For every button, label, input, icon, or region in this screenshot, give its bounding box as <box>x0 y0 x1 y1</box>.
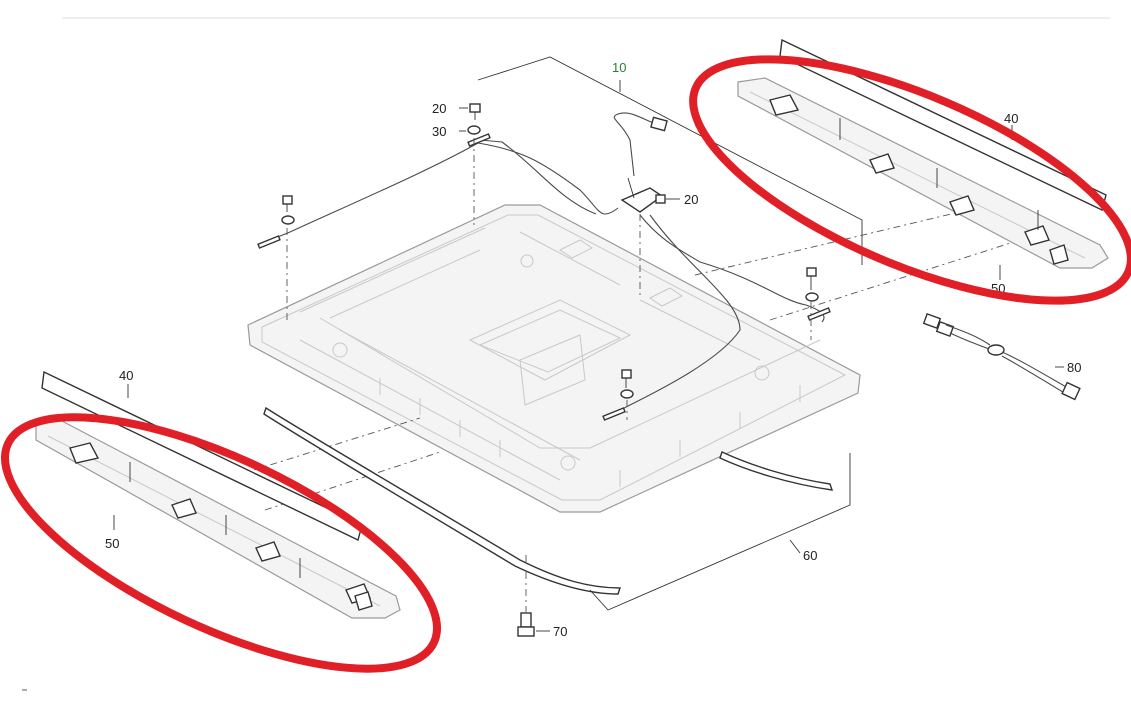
trim-strip-right <box>719 451 834 491</box>
callout-screw-top: 20 <box>432 101 446 116</box>
main-frame <box>247 204 861 513</box>
wire-harness <box>922 313 1081 401</box>
callout-bracket-left: 50 <box>105 536 119 551</box>
highlight-ellipse-left <box>1 413 441 673</box>
cover-left <box>41 370 363 541</box>
callout-screw-right: 20 <box>684 192 698 207</box>
highlight-ellipse-right <box>689 55 1131 305</box>
bracket-right <box>737 77 1109 269</box>
callout-washer-top: 30 <box>432 124 446 139</box>
bracket-left <box>35 419 401 619</box>
screw-top <box>469 103 481 120</box>
callout-frame: 10 <box>612 60 626 75</box>
bolt-bottom <box>517 612 535 637</box>
callout-cover-left: 40 <box>119 368 133 383</box>
callout-harness: 80 <box>1067 360 1081 375</box>
callout-cover-right: 40 <box>1004 111 1018 126</box>
trim-strip-left <box>263 406 621 595</box>
cable-assembly <box>257 112 831 421</box>
screw-left <box>281 195 295 225</box>
callout-trim-strip: 60 <box>803 548 817 563</box>
screw-middle <box>620 369 634 399</box>
screw-right-lower <box>805 267 819 302</box>
screw-right <box>655 194 666 204</box>
callout-bolt-bottom: 70 <box>553 624 567 639</box>
washer-top <box>467 125 481 135</box>
cover-right <box>779 38 1107 211</box>
